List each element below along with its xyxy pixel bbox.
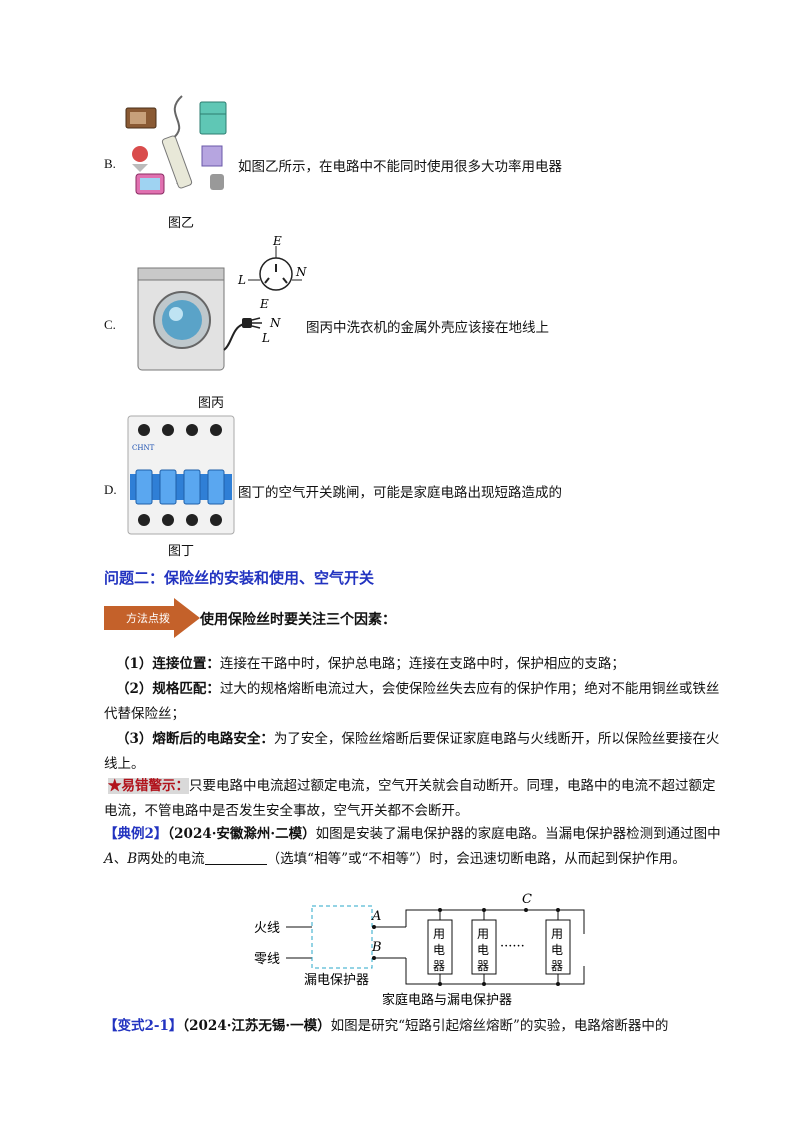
option-b-text: 如图乙所示，在电路中不能同时使用很多大功率用电器 xyxy=(238,159,562,175)
variant-2-1-paragraph: 【变式2-1】（2024·江苏无锡·一模）如图是研究“短路引起熔丝熔断”的实验，… xyxy=(104,1014,724,1039)
socket-label-n: N xyxy=(295,265,307,279)
example-2-source: （2024·安徽滁州·二模） xyxy=(167,826,316,842)
appliance-2-char-3: 器 xyxy=(477,959,489,973)
appliance-2-char-2: 电 xyxy=(477,943,489,957)
protector-label: 漏电保护器 xyxy=(304,972,369,988)
plug-label-l: L xyxy=(261,331,270,345)
plug-label-e: E xyxy=(259,297,269,311)
point-2: （2）规格匹配：过大的规格熔断电流过大，会使保险丝失去应有的保护作用；绝对不能用… xyxy=(104,677,724,727)
method-badge: 方法点拨 xyxy=(104,598,200,638)
washing-machine-illustration: E N L E L N xyxy=(137,234,307,371)
point-a-label: A xyxy=(371,909,381,924)
example-2-text-before: 如图是安装了漏电保护器的家庭电路。当漏电保护器检测到通过图中 xyxy=(315,826,721,842)
appliance-1-char-1: 用 xyxy=(433,927,445,941)
example-2-point-b: B xyxy=(127,851,138,867)
leakage-protector-circuit: 火线 零线 漏电保护器 A B C 用 电 器 用 电 器 ······ 用 电… xyxy=(254,892,585,1008)
variant-source: （2024·江苏无锡·一模） xyxy=(182,1018,331,1034)
socket-label-l: L xyxy=(237,273,246,287)
option-d-letter: D. xyxy=(104,482,117,497)
socket-label-e: E xyxy=(272,234,282,248)
point-c-label: C xyxy=(522,892,532,907)
example-2-sep: 、 xyxy=(113,851,128,867)
orange-arrow-icon xyxy=(104,598,200,638)
example-2-text-mid: 两处的电流 xyxy=(137,851,205,867)
point-1-label: （1）连接位置： xyxy=(116,656,220,672)
option-b-letter: B. xyxy=(104,156,116,171)
method-badge-label: 方法点拨 xyxy=(126,612,170,625)
live-wire-label: 火线 xyxy=(254,921,280,936)
circuit-caption: 家庭电路与漏电保护器 xyxy=(382,992,512,1008)
example-2-text-after: （选填“相等”或“不相等”）时，会迅速切断电路，从而起到保护作用。 xyxy=(266,851,686,867)
warning-text: 只要电路中电流超过额定电流，空气开关就会自动断开。同理，电路中的电流不超过额定电… xyxy=(104,778,716,819)
warning-label: ★易错警示： xyxy=(108,778,189,794)
appliances-illustration xyxy=(125,95,227,195)
point-3-text: 为了安全，保险丝熔断后要保证家庭电路与火线断开，所以保险丝要接在火线上。 xyxy=(104,731,720,772)
washing-machine-picture: E N L E L N xyxy=(136,232,308,378)
example-2-point-a: A xyxy=(104,851,114,867)
answer-blank[interactable] xyxy=(204,850,267,865)
neutral-wire-label: 零线 xyxy=(254,952,280,967)
more-appliances-dots: ······ xyxy=(500,939,525,954)
option-c-letter: C. xyxy=(104,317,116,332)
breaker-brand: CHNT xyxy=(132,444,155,452)
example-2-tag: 【典例2】 xyxy=(104,826,168,842)
variant-tag: 【变式2-1】 xyxy=(104,1018,183,1034)
example-2-paragraph: 【典例2】（2024·安徽滁州·二模）如图是安装了漏电保护器的家庭电路。当漏电保… xyxy=(104,822,724,872)
appliance-3-char-3: 器 xyxy=(551,959,563,973)
point-b-label: B xyxy=(371,940,382,955)
warning-paragraph: ★易错警示：只要电路中电流超过额定电流，空气开关就会自动断开。同理，电路中的电流… xyxy=(104,774,724,824)
appliance-2-char-1: 用 xyxy=(477,927,489,941)
variant-text: 如图是研究“短路引起熔丝熔断”的实验，电路熔断器中的 xyxy=(330,1018,669,1034)
point-1: （1）连接位置：连接在干路中时，保护总电路；连接在支路中时，保护相应的支路； xyxy=(104,652,724,677)
circuit-breaker-illustration: CHNT xyxy=(127,415,235,535)
plug-label-n: N xyxy=(269,316,281,330)
point-2-label: （2）规格匹配： xyxy=(116,681,220,697)
option-c-text: 图丙中洗衣机的金属外壳应该接在地线上 xyxy=(306,320,549,336)
section-heading: 问题二：保险丝的安装和使用、空气开关 xyxy=(104,569,375,587)
figure-ding-caption: 图丁 xyxy=(168,544,195,559)
point-2-text: 过大的规格熔断电流过大，会使保险丝失去应有的保护作用；绝对不能用铜丝或铁丝代替保… xyxy=(104,681,720,722)
appliance-1-char-2: 电 xyxy=(433,943,445,957)
point-3-label: （3）熔断后的电路安全： xyxy=(116,731,274,747)
appliances-picture xyxy=(122,94,234,210)
option-d-text: 图丁的空气开关跳闸，可能是家庭电路出现短路造成的 xyxy=(238,485,562,501)
appliance-3-char-2: 电 xyxy=(551,943,563,957)
appliance-1-char-3: 器 xyxy=(433,959,445,973)
method-title: 使用保险丝时要关注三个因素： xyxy=(200,612,396,628)
point-1-text: 连接在干路中时，保护总电路；连接在支路中时，保护相应的支路； xyxy=(219,656,625,672)
circuit-breaker-picture: CHNT xyxy=(126,414,236,540)
figure-yi-caption: 图乙 xyxy=(168,216,195,231)
appliance-3-char-1: 用 xyxy=(551,927,563,941)
point-3: （3）熔断后的电路安全：为了安全，保险丝熔断后要保证家庭电路与火线断开，所以保险… xyxy=(104,727,724,777)
figure-bing-caption: 图丙 xyxy=(198,396,225,411)
